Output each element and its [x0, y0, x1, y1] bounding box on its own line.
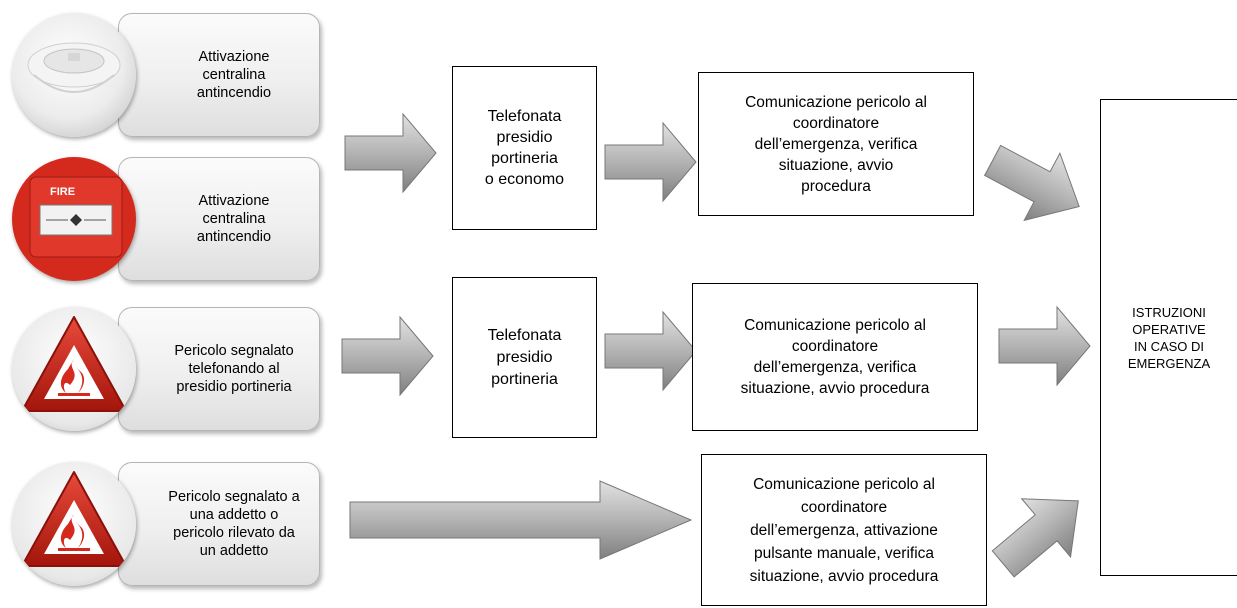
emergency-instructions-text: ISTRUZIONI OPERATIVE IN CASO DI EMERGENZ… — [1127, 304, 1211, 371]
smoke-detector-icon — [12, 13, 136, 137]
fire-warning-sign-icon — [12, 307, 136, 431]
arrow-icon — [604, 310, 697, 392]
fire-alarm-button-icon: FIRE — [12, 157, 136, 281]
diagonal-arrow-up-icon — [991, 498, 1079, 578]
communication-box-1: Comunicazione pericolo al coordinatore d… — [698, 72, 974, 216]
diagonal-arrow-down-icon — [983, 144, 1080, 222]
phone-box-1: Telefonata presidio portineria o economo — [452, 66, 597, 230]
communication-box-2: Comunicazione pericolo al coordinatore d… — [692, 283, 978, 431]
source-text-3: Pericolo segnalato telefonando al presid… — [174, 343, 294, 395]
arrow-icon — [604, 121, 697, 203]
source-box-1: Attivazione centralina antincendio — [118, 13, 320, 137]
source-text-2: Attivazione centralina antincendio — [196, 193, 272, 245]
communication-box-2-text: Comunicazione pericolo al coordinatore d… — [740, 317, 930, 397]
fire-warning-sign-icon — [12, 462, 136, 586]
fire-label: FIRE — [50, 186, 75, 198]
arrow-icon — [344, 112, 437, 194]
phone-box-2-text: Telefonata presidio portineria — [487, 326, 562, 388]
phone-box-2: Telefonata presidio portineria — [452, 277, 597, 438]
arrow-icon — [341, 315, 434, 397]
source-text-1: Attivazione centralina antincendio — [196, 49, 272, 101]
long-arrow-icon — [349, 480, 693, 560]
communication-box-3: Comunicazione pericolo al coordinatore d… — [701, 454, 987, 606]
source-box-3: Pericolo segnalato telefonando al presid… — [118, 307, 320, 431]
source-box-4: Pericolo segnalato a una addetto o peric… — [118, 462, 320, 586]
communication-box-3-text: Comunicazione pericolo al coordinatore d… — [749, 475, 939, 585]
phone-box-1-text: Telefonata presidio portineria o economo — [484, 108, 565, 188]
source-text-4: Pericolo segnalato a una addetto o peric… — [168, 489, 300, 559]
arrow-icon — [998, 305, 1091, 387]
emergency-instructions-box: ISTRUZIONI OPERATIVE IN CASO DI EMERGENZ… — [1100, 99, 1237, 576]
source-box-2: Attivazione centralina antincendio — [118, 157, 320, 281]
communication-box-1-text: Comunicazione pericolo al coordinatore d… — [745, 93, 927, 195]
